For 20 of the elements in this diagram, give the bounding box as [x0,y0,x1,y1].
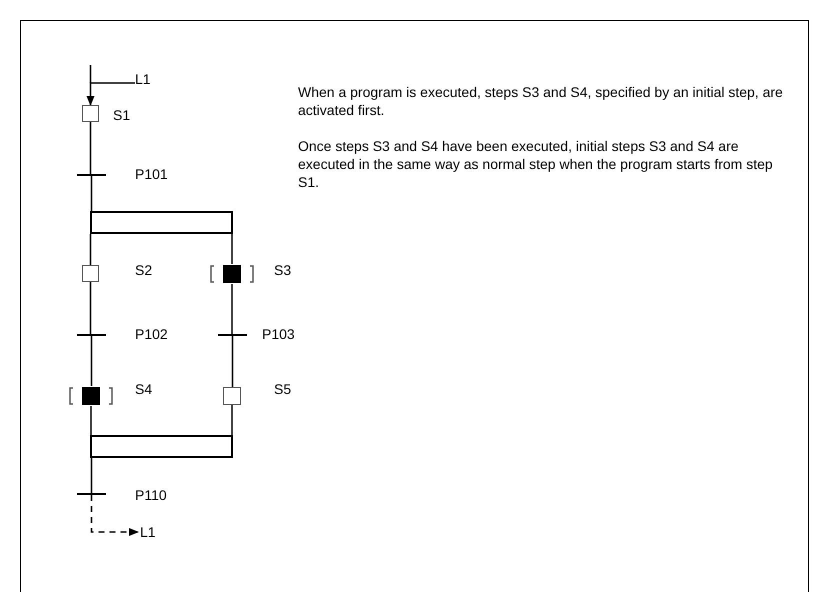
jump-label: L1 [140,523,162,541]
step-box [82,265,99,282]
note-paragraph: Once steps S3 and S4 have been executed, initial steps S3 and S4 are executed in the same way as normal step when the program starts from step S1. [298,137,774,191]
step-box [223,387,241,405]
step-label: S3 [274,261,292,279]
transition-label: P101 [135,165,168,183]
note-paragraph: When a program is executed, steps S3 and S4, specified by an initial step, are activated first. [298,83,784,119]
step-label: S4 [135,380,152,398]
transition-label: P110 [135,486,167,504]
jump-label: L1 [135,70,157,87]
initial-step-box [69,386,113,406]
step-box [82,105,99,122]
step-label: S1 [113,106,130,124]
parallel-branch-bar [90,211,233,234]
step-label: S5 [274,380,292,398]
initial-step-box [210,264,254,284]
parallel-branch-bar [90,435,233,458]
transition-label: P102 [135,325,168,343]
step-label: S2 [135,261,152,279]
transition-label: P103 [262,325,295,343]
